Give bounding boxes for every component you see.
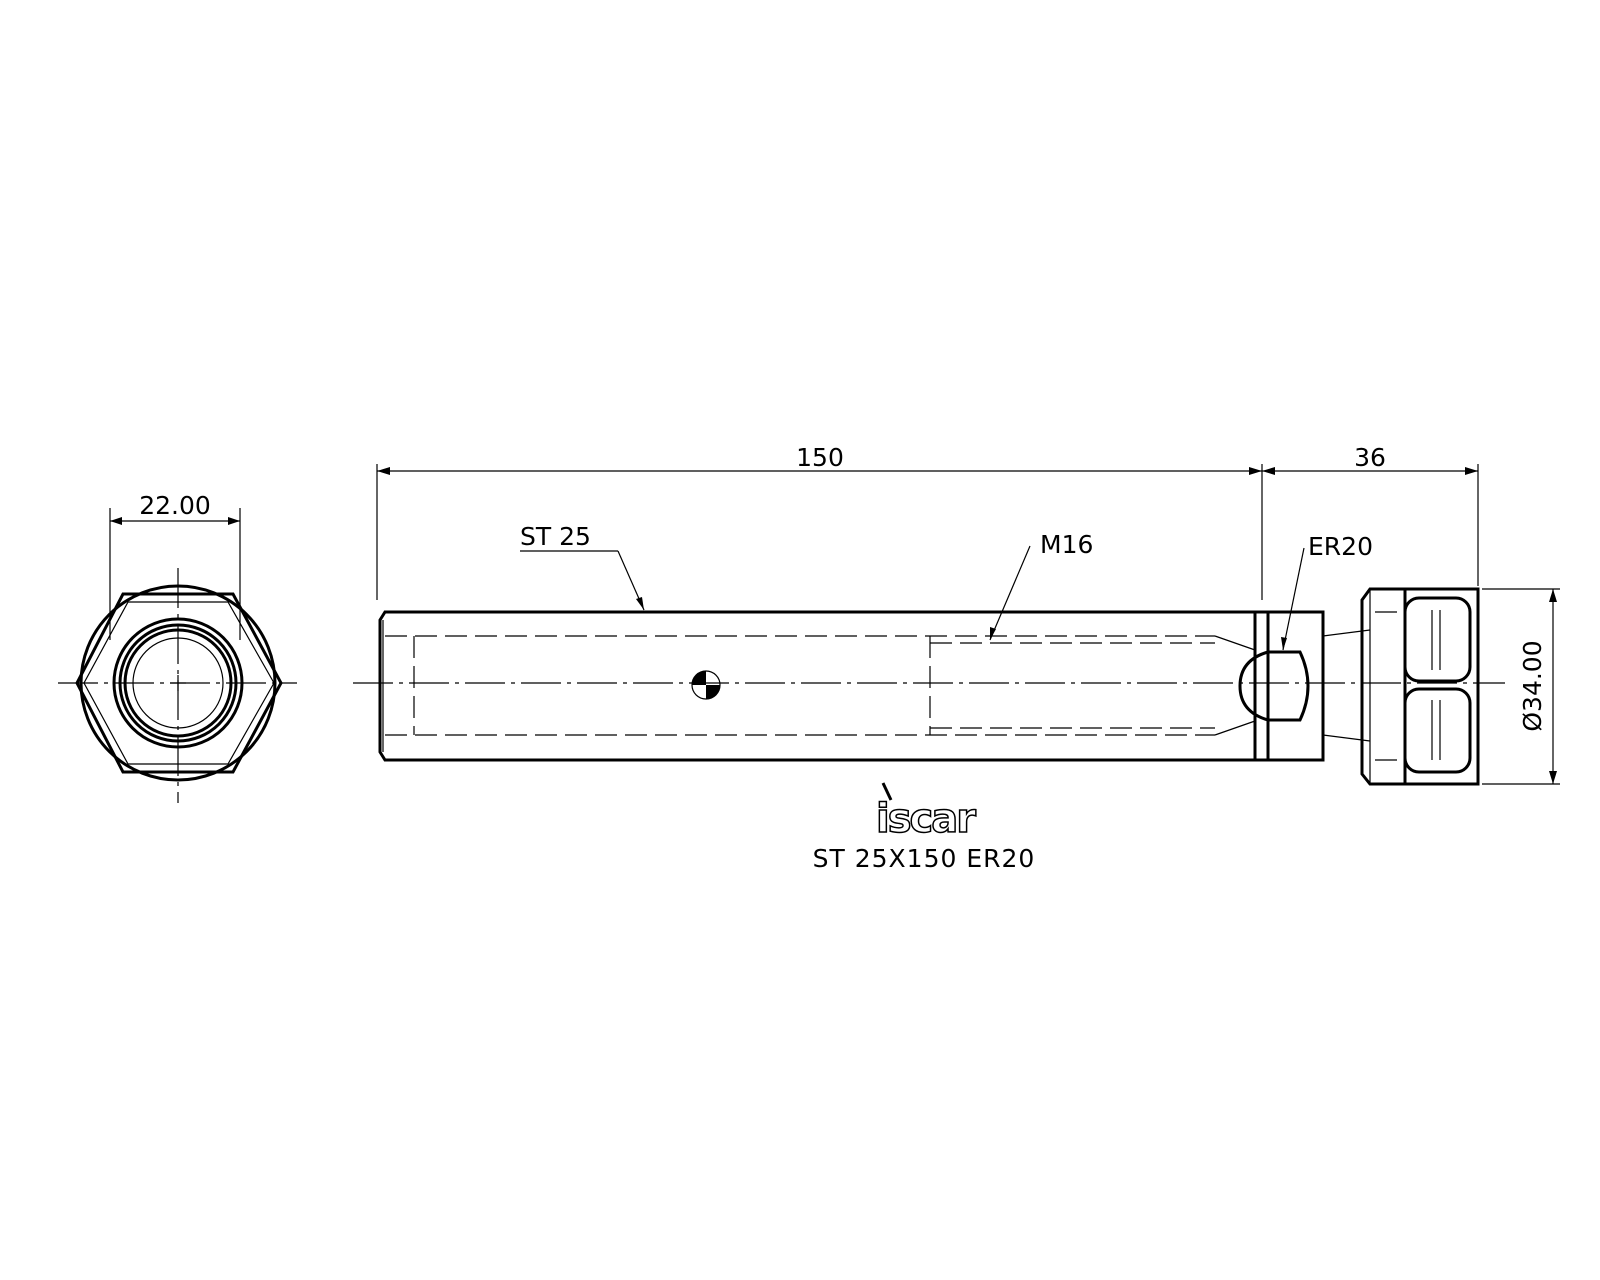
label-collet: ER20 (1308, 532, 1373, 561)
iscar-logo: iscar (875, 782, 979, 843)
dimension-hex-width-text: 22.00 (139, 491, 211, 520)
shank-body (378, 610, 1257, 762)
label-shank: ST 25 (520, 522, 591, 551)
center-of-gravity-symbol (691, 670, 721, 700)
part-number: ST 25X150 ER20 (813, 844, 1036, 873)
shank-hidden-bore (385, 635, 1256, 736)
dimension-hex-width: 22.00 (109, 491, 241, 640)
label-thread: M16 (1040, 530, 1093, 559)
dimension-diameter: Ø34.00 (1482, 588, 1560, 785)
side-view (353, 587, 1505, 786)
dimension-shank-length: 150 (376, 443, 1263, 600)
leader-thread: M16 (989, 530, 1093, 641)
logo-text: iscar (876, 796, 976, 842)
dimension-shank-length-text: 150 (796, 443, 844, 472)
leader-shank: ST 25 (520, 522, 645, 611)
leader-collet: ER20 (1281, 532, 1373, 651)
end-view (58, 568, 297, 803)
collet-nut (1360, 587, 1480, 786)
collet-section (1238, 610, 1371, 762)
dimension-nut-length: 36 (1262, 443, 1479, 586)
dimension-nut-length-text: 36 (1354, 443, 1386, 472)
dimension-diameter-text: Ø34.00 (1518, 640, 1547, 731)
